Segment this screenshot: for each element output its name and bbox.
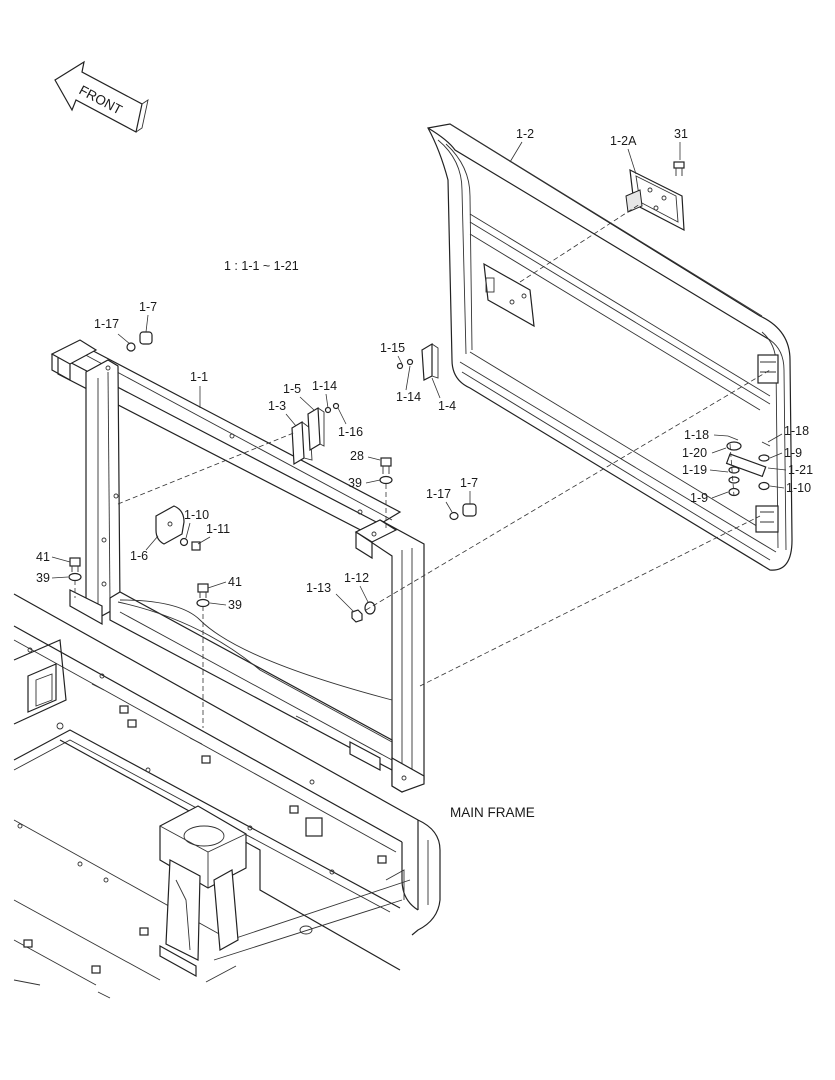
lock-assembly bbox=[625, 168, 685, 232]
bracket-1-6 bbox=[155, 505, 185, 545]
callout-1-12: 1-12 bbox=[344, 571, 369, 585]
callout-39-top: 39 bbox=[348, 476, 362, 490]
mounting-frame bbox=[50, 339, 425, 793]
callout-1-2a: 1-2A bbox=[610, 134, 637, 148]
callout-1-5: 1-5 bbox=[283, 382, 301, 396]
bracket-1-5 bbox=[307, 406, 325, 452]
callout-1-19: 1-19 bbox=[682, 463, 707, 477]
callout-1-7-top: 1-7 bbox=[139, 300, 157, 314]
callouts: 1-2 1-2A 31 1-7 1-17 1-1 1-5 1-14 1-3 1-… bbox=[36, 127, 813, 613]
main-frame-label: MAIN FRAME bbox=[450, 805, 535, 820]
callout-1-9-upper: 1-9 bbox=[784, 446, 802, 460]
callout-1-4: 1-4 bbox=[438, 399, 456, 413]
callout-1-9-lower: 1-9 bbox=[690, 491, 708, 505]
callout-1-15: 1-15 bbox=[380, 341, 405, 355]
callout-1-6: 1-6 bbox=[130, 549, 148, 563]
callout-41-left: 41 bbox=[36, 550, 50, 564]
callout-1-16: 1-16 bbox=[338, 425, 363, 439]
callout-1-17-top: 1-17 bbox=[94, 317, 119, 331]
callout-39-mid: 39 bbox=[228, 598, 242, 612]
callout-1-21: 1-21 bbox=[788, 463, 813, 477]
callout-1-1: 1-1 bbox=[190, 370, 208, 384]
callout-41-mid: 41 bbox=[228, 575, 242, 589]
assembly-note: 1 : 1-1 ~ 1-21 bbox=[224, 259, 299, 273]
front-arrow-icon: FRONT bbox=[54, 60, 149, 133]
bracket-1-4 bbox=[421, 342, 439, 381]
callout-1-20: 1-20 bbox=[682, 446, 707, 460]
callout-1-17-right: 1-17 bbox=[426, 487, 451, 501]
callout-1-11: 1-11 bbox=[206, 522, 230, 536]
hardware-icons bbox=[68, 331, 771, 623]
callout-1-18-left: 1-18 bbox=[684, 428, 709, 442]
door-panel bbox=[427, 123, 793, 571]
callout-1-14-b: 1-14 bbox=[396, 390, 421, 404]
callout-1-18-right: 1-18 bbox=[784, 424, 809, 438]
callout-1-14-a: 1-14 bbox=[312, 379, 337, 393]
main-frame bbox=[13, 593, 441, 999]
callout-1-10-right: 1-10 bbox=[786, 481, 811, 495]
callout-1-3: 1-3 bbox=[268, 399, 286, 413]
callout-1-7-right: 1-7 bbox=[460, 476, 478, 490]
callout-1-13: 1-13 bbox=[306, 581, 331, 595]
callout-31: 31 bbox=[674, 127, 688, 141]
screw-31-icon bbox=[673, 161, 685, 176]
callout-28: 28 bbox=[350, 449, 364, 463]
assembly-lines bbox=[74, 203, 771, 728]
callout-1-2: 1-2 bbox=[516, 127, 534, 141]
callout-1-10-left: 1-10 bbox=[184, 508, 209, 522]
callout-39-left: 39 bbox=[36, 571, 50, 585]
